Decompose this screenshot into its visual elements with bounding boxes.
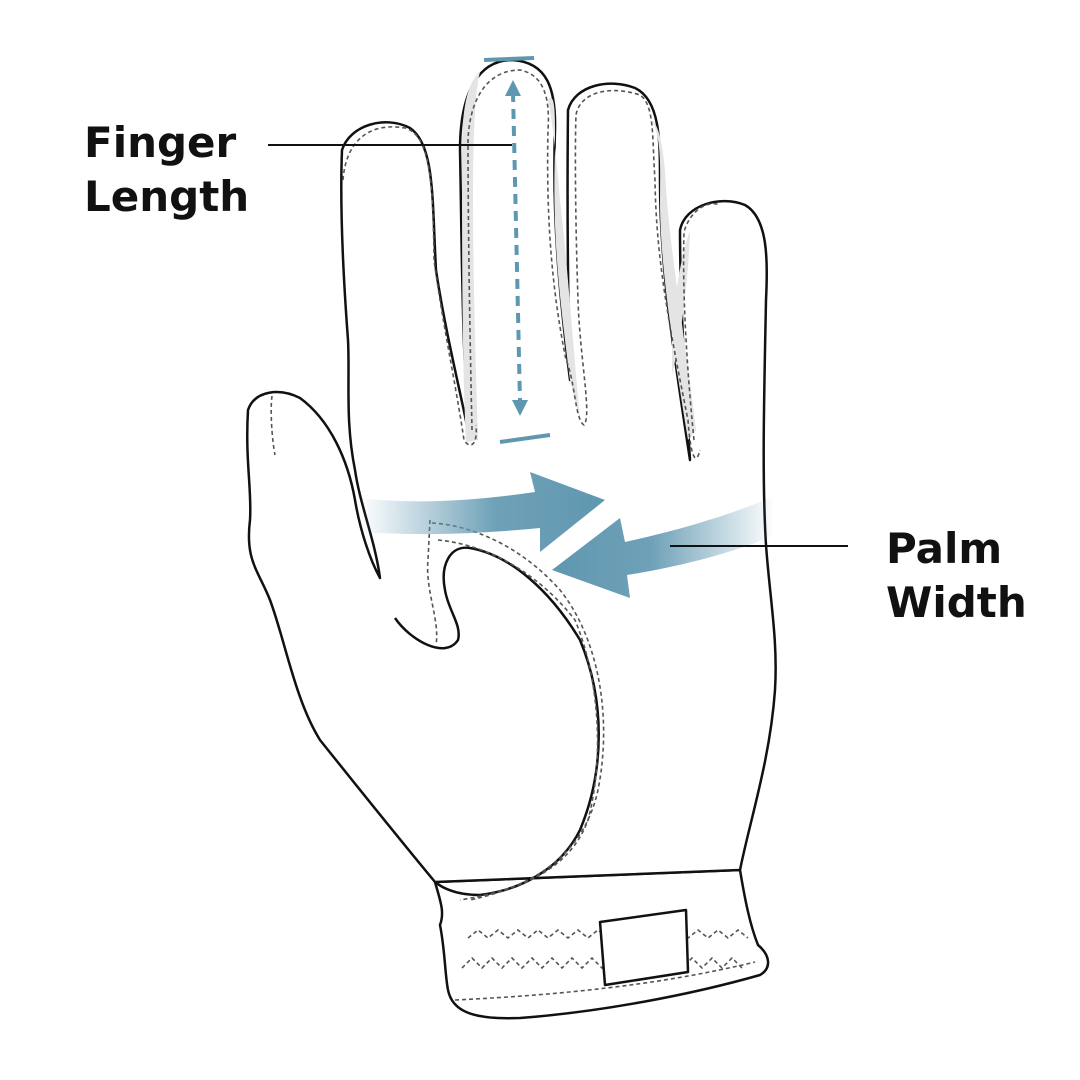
finger-length-label-line1: Finger bbox=[84, 118, 237, 167]
cuff-tab bbox=[598, 908, 690, 987]
finger-length-label-line2: Length bbox=[84, 172, 250, 221]
palm-width-label-line1: Palm bbox=[886, 524, 1003, 573]
palm-width-label-line2: Width bbox=[886, 578, 1027, 627]
finger-length-indicator bbox=[483, 56, 551, 444]
glove-outline bbox=[245, 58, 777, 884]
finger-length-label: Finger Length bbox=[84, 116, 249, 224]
palm-width-label: Palm Width bbox=[886, 522, 1027, 630]
palm-width-indicator bbox=[360, 472, 775, 598]
